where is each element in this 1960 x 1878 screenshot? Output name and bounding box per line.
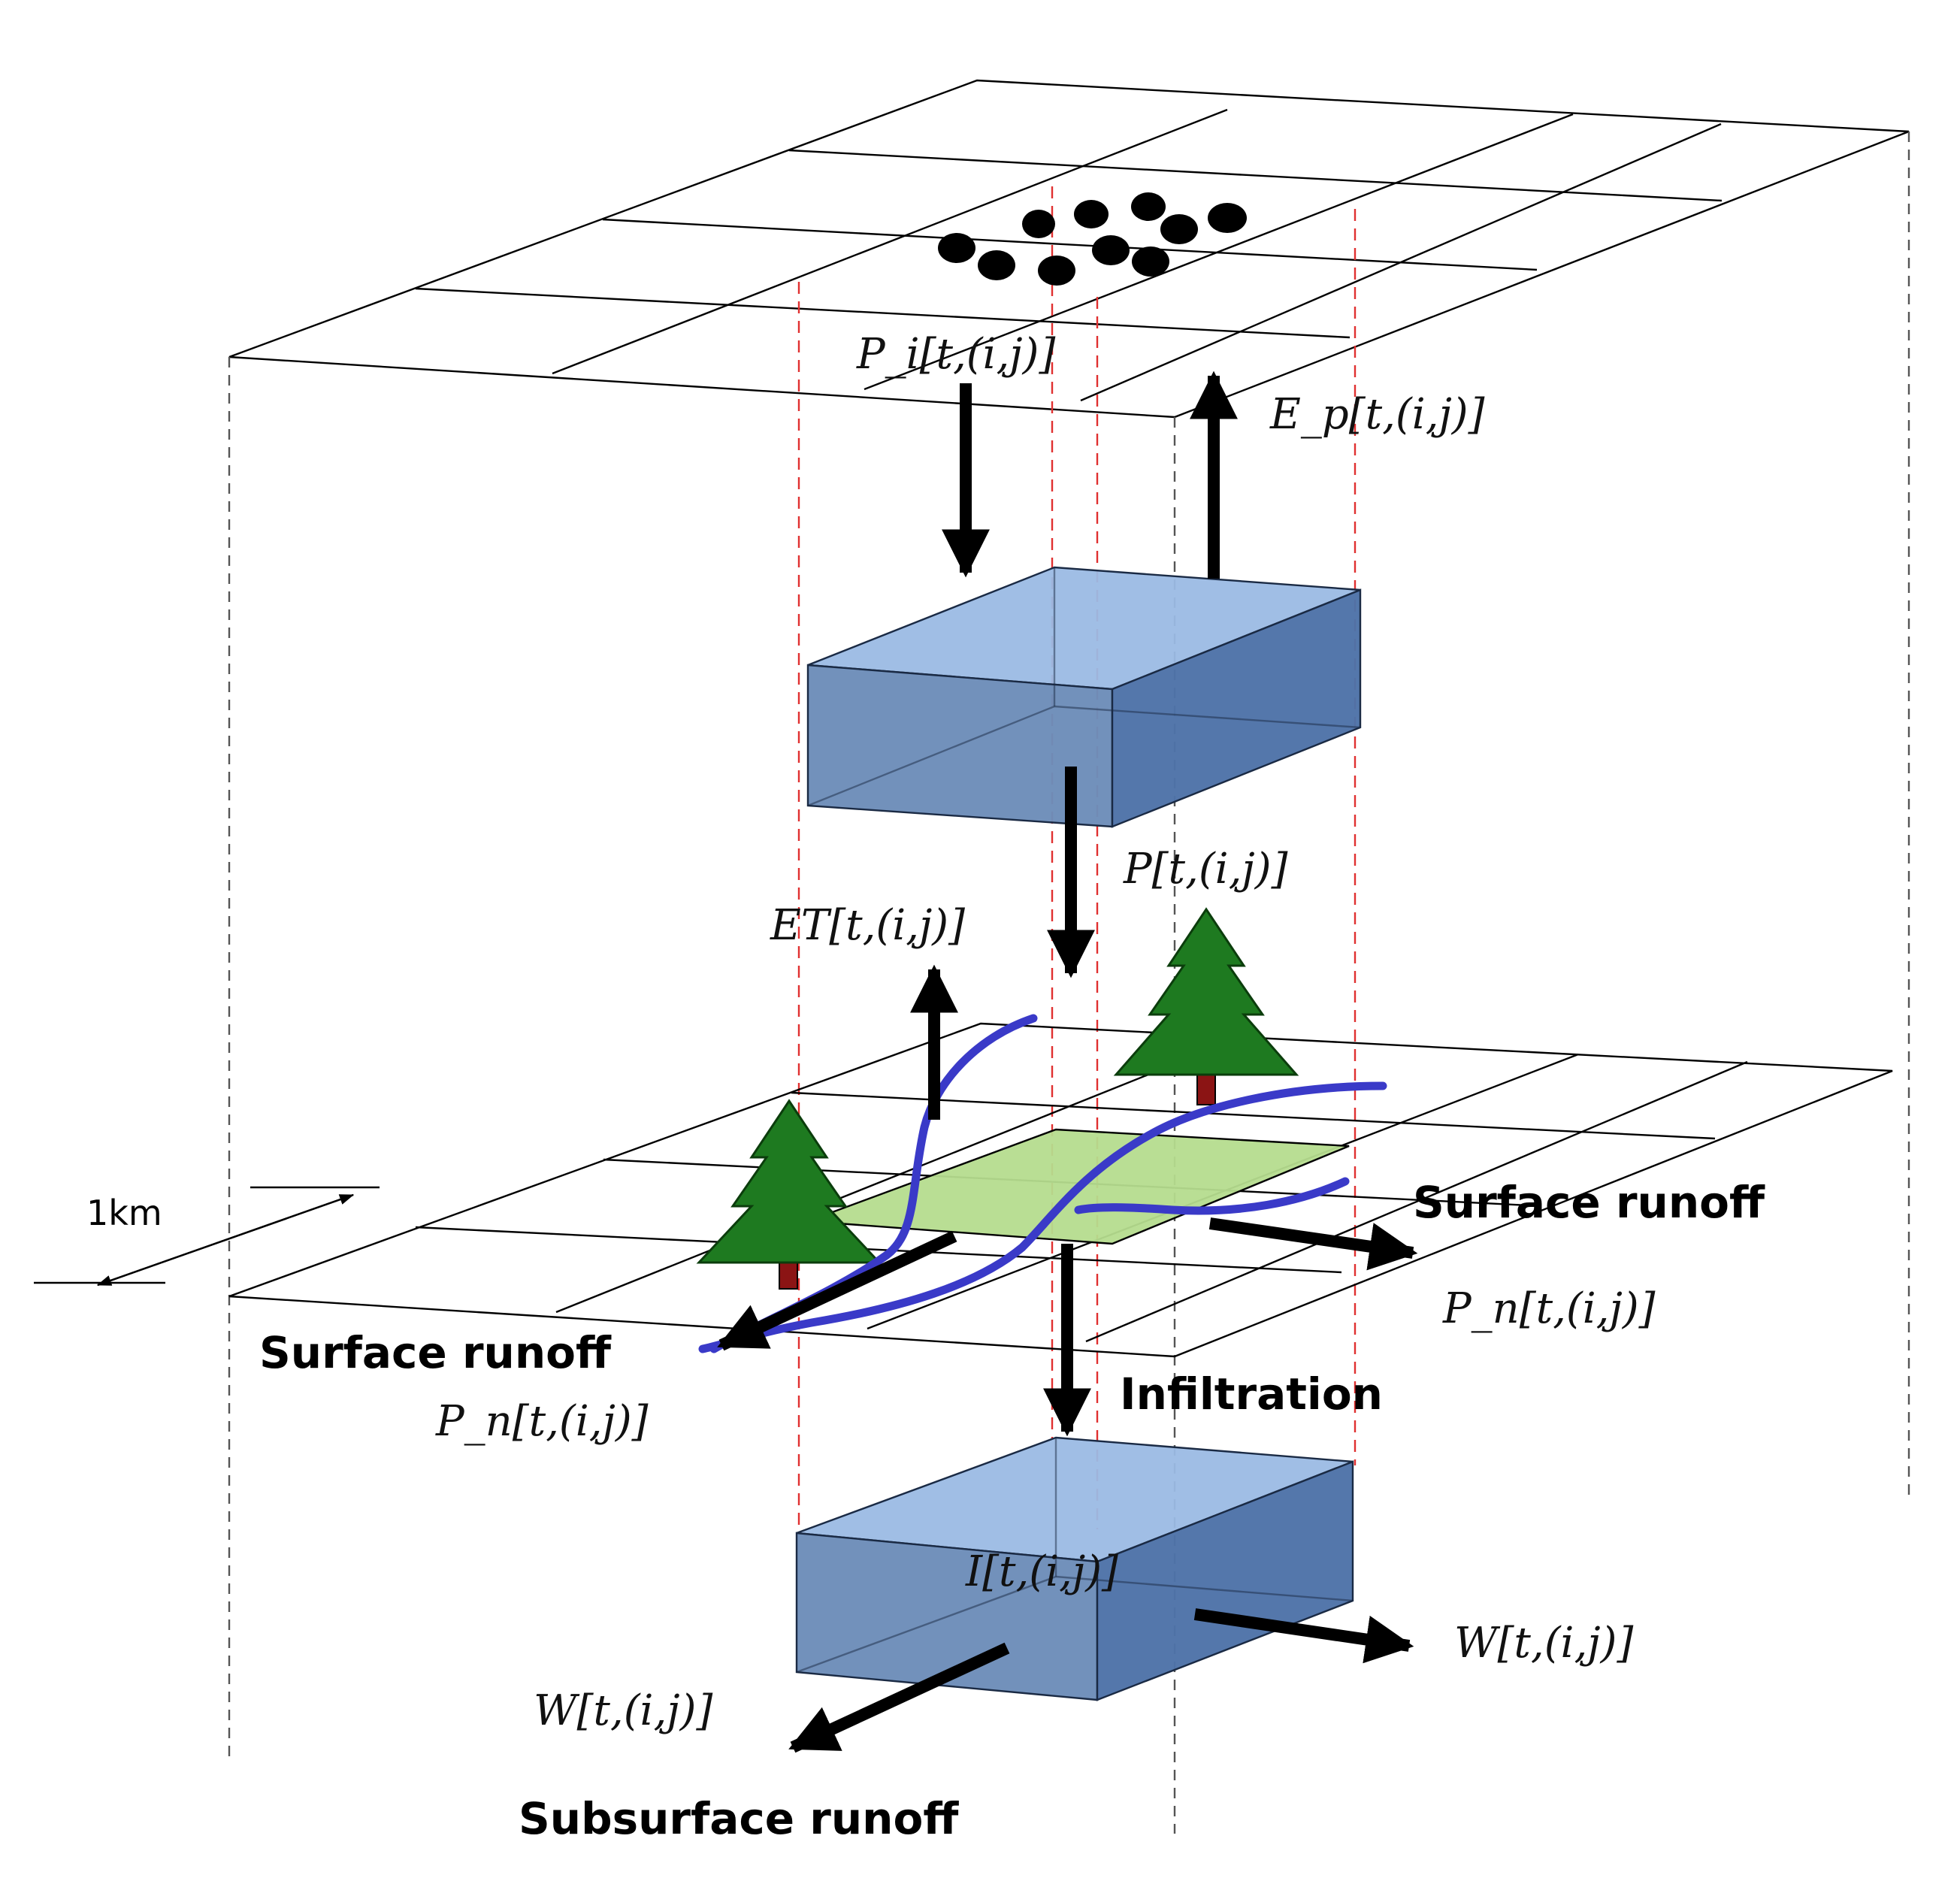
upper-storage-box: [806, 566, 1362, 828]
flux-arrows: [717, 370, 1418, 1753]
w-left-label: W[t,(i,j)]: [534, 1686, 712, 1735]
w-right-label: W[t,(i,j)]: [1454, 1619, 1633, 1668]
precip-label: P_i[t,(i,j)]: [856, 330, 1056, 379]
pn-right-label: P_n[t,(i,j)]: [1442, 1284, 1656, 1333]
tree-left-icon: [696, 1099, 882, 1290]
runoff-left-arrow: [717, 1230, 957, 1351]
subsurface-runoff-label: Subsurface runoff: [519, 1793, 959, 1844]
subsurface-left-arrow: [788, 1642, 1010, 1753]
surface-runoff-left-label: Surface runoff: [259, 1327, 612, 1378]
tree-right-icon: [1113, 907, 1299, 1105]
surface-runoff-right-label: Surface runoff: [1413, 1177, 1765, 1228]
rain-drops: [938, 192, 1247, 286]
top-grid: [228, 79, 1910, 419]
throughfall-label: P[t,(i,j)]: [1123, 845, 1288, 894]
infiltration-label: Infiltration: [1120, 1368, 1383, 1420]
runoff-right-arrow: [1208, 1217, 1418, 1271]
infiltration-flux-label: I[t,(i,j)]: [965, 1547, 1118, 1596]
et-label: ET[t,(i,j)]: [770, 901, 965, 950]
pn-left-label: P_n[t,(i,j)]: [435, 1397, 649, 1446]
scale-label: 1km: [86, 1193, 162, 1233]
evap-label: E_p[t,(i,j)]: [1269, 390, 1485, 439]
soil-storage-box: [795, 1436, 1354, 1701]
ground-grid: [228, 1022, 1893, 1358]
scale-indicator: [34, 1186, 380, 1287]
subsurface-right-arrow: [1193, 1608, 1414, 1664]
